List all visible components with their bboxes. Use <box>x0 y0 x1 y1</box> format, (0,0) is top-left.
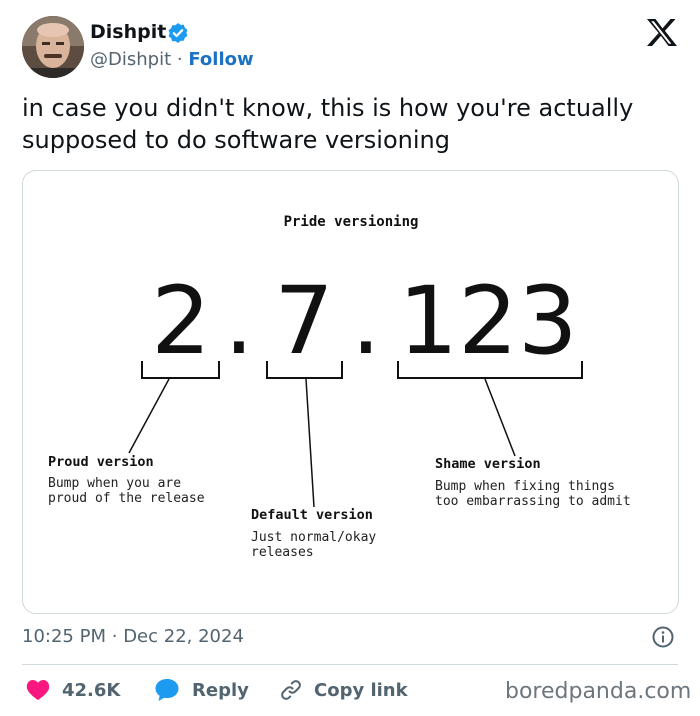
shame-callout-line <box>484 378 516 457</box>
tweet-timestamp[interactable]: 10:25 PM · Dec 22, 2024 <box>22 626 244 647</box>
author-handle-line: @Dishpit · Follow <box>90 49 254 70</box>
callout-lines <box>128 378 516 508</box>
version-patch: 123 <box>398 267 577 376</box>
follow-button[interactable]: Follow <box>188 49 254 70</box>
action-divider <box>22 664 678 665</box>
avatar-image <box>22 16 84 78</box>
proud-callout-line <box>128 378 170 454</box>
like-count: 42.6K <box>62 679 121 701</box>
shame-version-desc-1: Bump when fixing things <box>435 479 615 494</box>
version-major: 2 <box>151 267 211 376</box>
watermark: boredpanda.com <box>505 679 692 704</box>
default-version-desc-2: releases <box>251 545 314 560</box>
diagram-title: Pride versioning <box>284 214 419 230</box>
version-dot-2: . <box>351 267 381 376</box>
default-version-desc-1: Just normal/okay <box>251 530 376 545</box>
version-brackets <box>141 361 583 379</box>
default-callout-line <box>305 378 315 508</box>
handle-separator: · <box>176 49 183 70</box>
heart-icon <box>26 680 50 700</box>
like-button[interactable]: 42.6K <box>26 677 120 703</box>
reply-bubble-icon <box>155 679 179 701</box>
major-bracket <box>141 361 220 379</box>
versioning-diagram: Pride versioning 2 . 7 . 123 Proud versi… <box>48 214 631 560</box>
reply-button[interactable]: Reply <box>154 677 249 703</box>
proud-version-title: Proud version <box>48 454 154 470</box>
proud-version-desc-1: Bump when you are <box>48 476 181 491</box>
tweet-text: in case you didn't know, this is how you… <box>22 94 634 154</box>
link-icon <box>281 680 301 700</box>
author-handle[interactable]: @Dishpit <box>90 49 172 70</box>
version-minor: 7 <box>274 267 334 376</box>
tweet-media-image[interactable]: Pride versioning 2 . 7 . 123 Proud versi… <box>22 170 679 614</box>
verified-badge-icon <box>168 23 188 43</box>
reply-label: Reply <box>192 679 249 701</box>
copy-link-button[interactable]: Copy link <box>280 677 408 703</box>
avatar[interactable] <box>22 16 84 78</box>
info-icon[interactable] <box>652 626 674 648</box>
default-version-title: Default version <box>251 507 373 523</box>
shame-version-title: Shame version <box>435 456 541 472</box>
author-display-name[interactable]: Dishpit <box>90 21 167 43</box>
tweet-time: 10:25 PM <box>22 626 106 647</box>
shame-version-desc-2: too embarrassing to admit <box>435 494 631 509</box>
x-logo-icon[interactable] <box>646 18 677 47</box>
patch-bracket <box>397 361 583 379</box>
version-dot-1: . <box>224 267 254 376</box>
tweet-date: Dec 22, 2024 <box>123 626 244 647</box>
date-separator: · <box>111 626 118 647</box>
copy-link-label: Copy link <box>314 679 408 701</box>
proud-version-desc-2: proud of the release <box>48 491 205 506</box>
minor-bracket <box>266 361 343 379</box>
